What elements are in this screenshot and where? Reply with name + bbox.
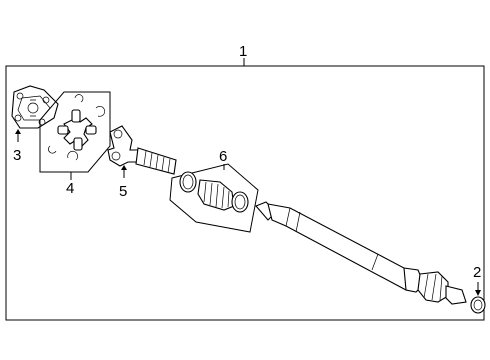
universal-joint-kit (39, 91, 111, 173)
boot-kit (169, 163, 259, 233)
callout-2-label: 2 (473, 264, 481, 281)
flange-yoke-part (11, 85, 59, 129)
callout-3: 3 (13, 129, 21, 164)
callout-4: 4 (66, 172, 74, 197)
snap-ring-part (470, 296, 486, 314)
callout-6: 6 (219, 148, 227, 170)
callout-5-label: 5 (119, 183, 127, 200)
callout-2: 2 (473, 264, 481, 296)
callout-3-label: 3 (13, 147, 21, 164)
callout-6-label: 6 (219, 148, 227, 165)
callout-5: 5 (119, 165, 127, 200)
slip-yoke-part (107, 125, 177, 175)
callout-1-label: 1 (239, 43, 247, 60)
callout-4-label: 4 (66, 180, 74, 197)
callout-1: 1 (239, 43, 247, 66)
propeller-shaft (255, 201, 467, 305)
assembly-frame (5, 65, 485, 321)
